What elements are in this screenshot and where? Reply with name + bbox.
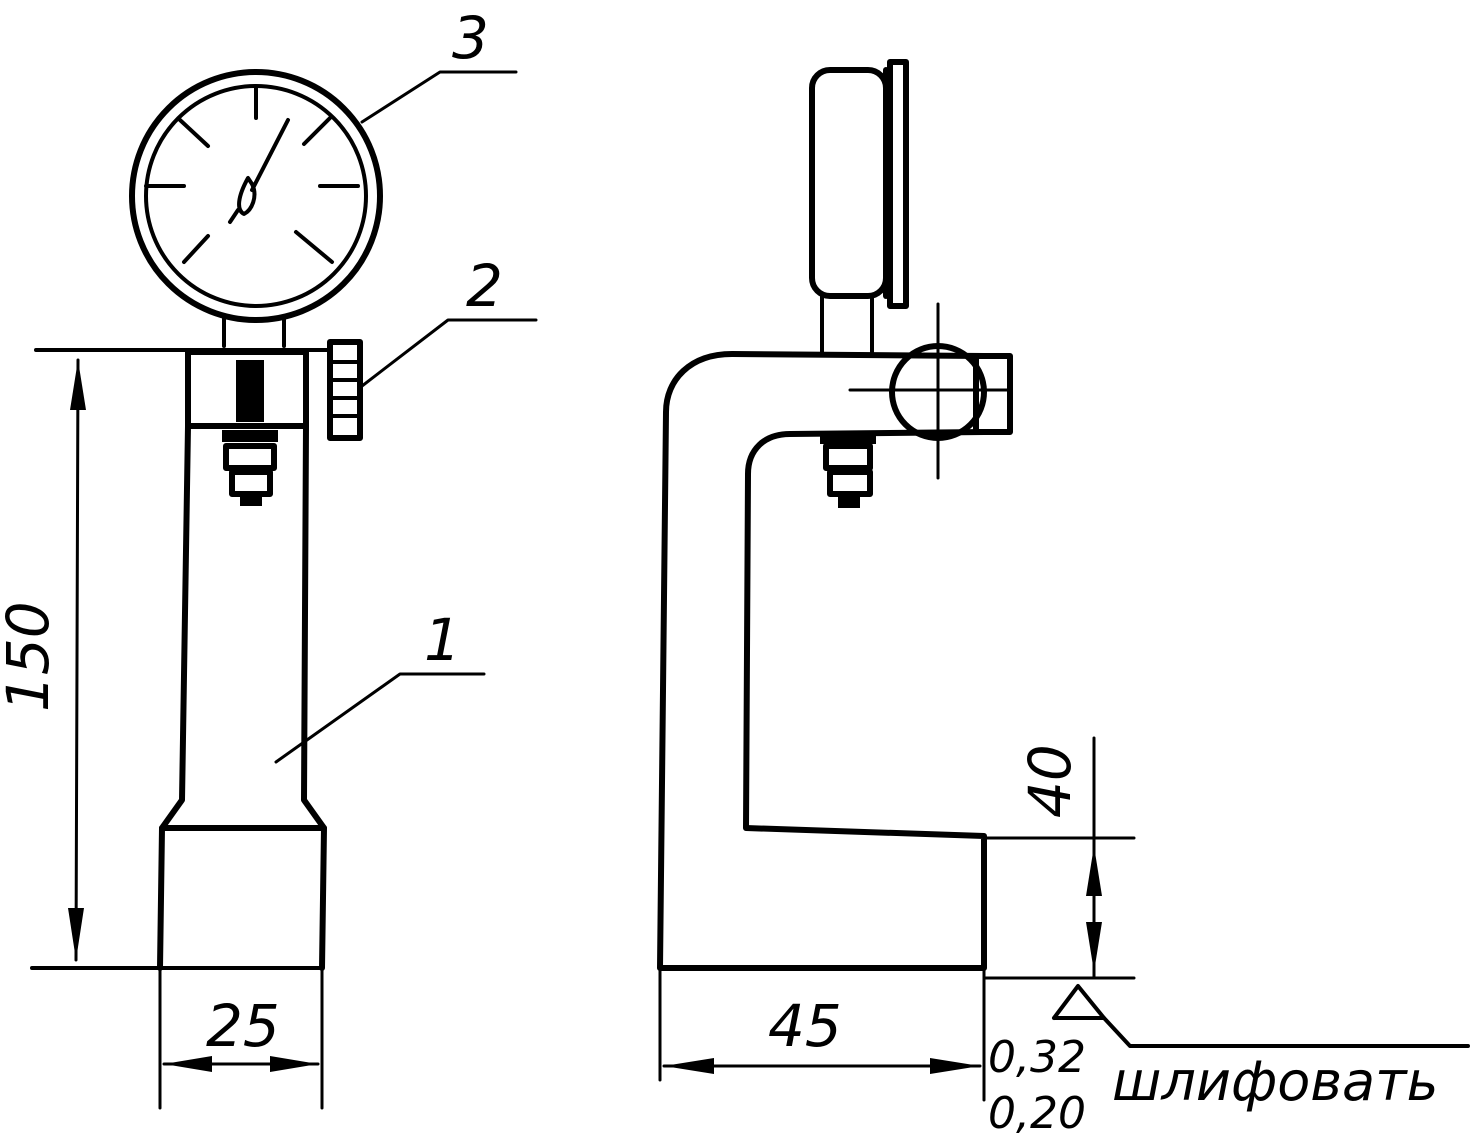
leader-3 — [360, 70, 518, 124]
indicator-side — [809, 59, 909, 354]
dial-indicator — [129, 69, 383, 348]
callout-leaders — [274, 70, 538, 764]
arrow-up — [70, 360, 86, 410]
dim-height — [30, 348, 332, 970]
knob-side — [848, 302, 1010, 480]
surface-finish-symbol — [1052, 984, 1470, 1048]
side-view: 45 40 0,32 0,20 шлифовать — [657, 59, 1470, 1139]
tip-collar — [222, 430, 278, 442]
tip-side — [820, 434, 876, 508]
dim-arm-depth-label: 45 — [768, 992, 842, 1060]
dim-throat-label: 40 — [1016, 744, 1084, 818]
dim-arm-depth — [658, 966, 986, 1102]
c-frame — [657, 351, 1013, 971]
dial-tick-marks — [144, 86, 360, 264]
leader-2 — [360, 318, 538, 388]
front-view: 3 2 1 150 25 — [0, 4, 538, 1110]
dim-width-left-label: 25 — [206, 992, 280, 1060]
dim-width-left — [158, 966, 324, 1110]
leader-1 — [274, 672, 486, 764]
dial-needle — [228, 118, 290, 224]
callout-2: 2 — [466, 252, 503, 320]
arrow-down — [68, 908, 84, 960]
finish-value-top: 0,32 — [988, 1032, 1086, 1083]
callout-3: 3 — [452, 4, 489, 72]
dim-height-label: 150 — [0, 601, 62, 712]
gauge-body — [157, 349, 327, 971]
finish-value-bottom: 0,20 — [988, 1088, 1086, 1139]
clamp-screw — [236, 360, 264, 422]
dim-throat — [982, 736, 1136, 980]
locking-knob — [327, 339, 363, 441]
dial-outer-ring — [129, 69, 383, 323]
callout-1: 1 — [424, 606, 461, 674]
finish-note: шлифовать — [1112, 1050, 1438, 1113]
